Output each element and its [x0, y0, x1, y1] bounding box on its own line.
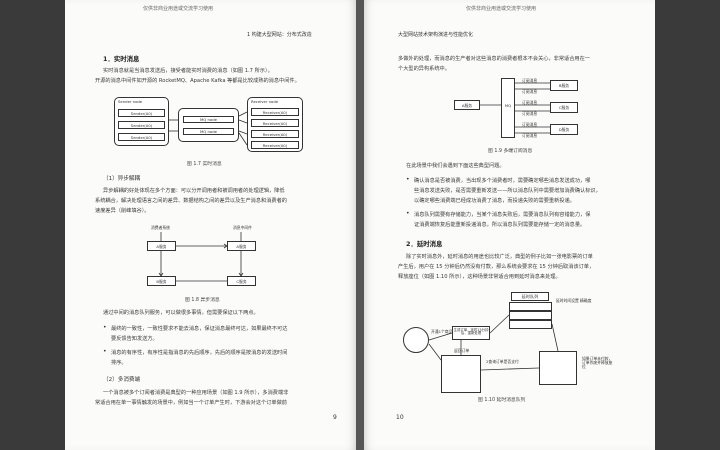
- paragraph-line: 释放座位（如图 1.10 所示），这种场景非常适合用到延时消息来处理。: [398, 274, 561, 280]
- paragraph-line: 在此场景中我们会遇到下面这些典型问题。: [406, 163, 505, 169]
- receiver-node-title: Receiver node: [251, 99, 279, 104]
- fig19-arrows: [480, 82, 550, 134]
- section-title-realtime: 1．实时消息: [103, 55, 140, 63]
- sender-box: Sender(A0): [118, 109, 165, 117]
- figure-caption: 图 1.9 多端订阅消息: [488, 149, 533, 154]
- fig17-arrows: [169, 111, 248, 146]
- page-number: 10: [396, 414, 404, 421]
- figure-caption: 图 1.10 延时消息队列: [478, 398, 526, 403]
- paragraph-line: 系统耦合，解决处理语言之间的差异、数据结构之间的差异以及生产消息和消费者的: [95, 198, 287, 204]
- fig19-side-label: 订阅消息: [522, 111, 538, 116]
- sender-node-group: Sender node Sender(A0) Sender(A0) Sender…: [114, 97, 169, 146]
- book-header: 大型网站技术架构演进与性能优化: [398, 32, 474, 38]
- mq-node-box: MQ node: [183, 128, 234, 135]
- book-gutter: [356, 0, 364, 450]
- bullet-text: 消息队列需要有存储能力，当某个消息失败后，需要消息队列有容错能力，保: [414, 212, 591, 218]
- paragraph-line: 开源的消息中间件如开源的 RocketMQ、Apache Kafka 等都是比较…: [95, 78, 300, 84]
- user-circle: [403, 327, 429, 353]
- cancel-box: [539, 351, 577, 385]
- fig19-side-label: 订阅消息: [522, 78, 538, 83]
- bullet-dot: •: [103, 324, 107, 331]
- figure-caption: 图 1.8 异步消息: [185, 298, 220, 303]
- paragraph-line: 除了实时消息外，延时消息的用途也比较广泛，典型的例子比如一张电影票的订单: [406, 254, 593, 260]
- bullet-text: 以确定哪些消费端已经成功消费了消息，而投递失败的需要重新投递。: [414, 198, 575, 204]
- sender-node-title: Sender node: [118, 99, 143, 104]
- paragraph-line: 产生后，用户在 15 分钟后仍然没有付款，那么系统会要求在 15 分钟后取消该订…: [398, 264, 595, 270]
- fig18-arrows: [158, 232, 244, 282]
- paragraph-line: 个大型的异构系统中。: [398, 66, 450, 72]
- sender-box: Sender(A0): [118, 121, 165, 129]
- bullet-dot: •: [103, 348, 107, 355]
- fig18-label: 消息中间件: [233, 225, 252, 230]
- mq-node-group: MQ node MQ node: [178, 108, 239, 142]
- fig19-side-label: 订阅消息: [522, 100, 538, 105]
- bullet-text: 确认消息是否被消费，当出现多个消费者时，需要确定哪些消息发送成功，哪: [414, 178, 591, 184]
- service-box-a: A服务: [147, 241, 176, 251]
- receiver-box: Receiver(A0): [251, 130, 299, 138]
- fig19-side-label: 订阅消息: [522, 133, 538, 138]
- header-note: 仅供非商业用途或交流学习使用: [143, 6, 214, 12]
- fig110-left-label: 开通1个商品: [431, 329, 453, 334]
- service-box-c: C服务: [227, 276, 256, 286]
- chapter-header: 1 构建大型网站：分布式改造: [247, 32, 312, 38]
- service-box-a: A服务: [454, 100, 480, 110]
- sender-box: Sender(A0): [118, 133, 165, 141]
- service-box-b: B服务: [147, 276, 176, 286]
- fig110-note: 延时时间设置 精确度: [556, 298, 592, 303]
- bullet-text: 最终的一致性，一致性要求不能去消息，保证消息最终可达，如果最终不可达: [111, 326, 288, 332]
- service-box-b: B服务: [550, 80, 578, 91]
- bullet-text: 消息的有序性，有序性是指消息的先后顺序，先后的顺序是按消息的发送时间: [111, 350, 288, 356]
- paragraph-line: 异步解耦的好处体现在多个方面：可以分开调用者和被调用者的处理逻辑，降低: [103, 188, 285, 194]
- subsection-title-async: （1）异步解耦: [103, 176, 141, 182]
- bullet-text: 证消费端恢复后能重新投递消息，所以消息队列需要能存储一定的消息量。: [414, 222, 586, 228]
- fig19-side-label: 订阅消息: [522, 89, 538, 94]
- receiver-node-group: Receiver node Receiver(A0) Receiver(A0) …: [247, 97, 303, 152]
- queue-slot: [509, 311, 552, 320]
- queue-slot: [509, 302, 552, 311]
- fig110-arrows: [428, 314, 559, 371]
- left-page: 仅供非商业用途或交流学习使用 1 构建大型网站：分布式改造 1．实时消息 实时消…: [65, 0, 356, 450]
- mq-box: MQ: [501, 78, 515, 138]
- fig110-step-label: 2查询订单是否支付: [486, 359, 519, 364]
- paragraph-line: 多做外的处理，而消息的生产者对这些消息的消费者根本不会关心，非常适合用在一: [398, 56, 590, 62]
- bullet-dot: •: [406, 210, 410, 217]
- receiver-box: Receiver(A0): [251, 108, 299, 116]
- bullet-dot: •: [406, 176, 410, 183]
- paragraph-line: 常适合用在单一事情触发的场景中，例如当一个订单产生时，下游会对这个订单做前: [95, 400, 287, 406]
- fig18-label: 消费者系统: [151, 225, 170, 230]
- header-note: 仅供非商业用途或交流学习使用: [466, 6, 537, 12]
- service-box-d: D服务: [550, 124, 578, 135]
- delay-queue-title: 延时队列: [511, 292, 549, 301]
- service-box-c: C服务: [550, 102, 578, 113]
- right-page: 仅供非商业用途或交流学习使用 大型网站技术架构演进与性能优化 多做外的处理，而消…: [364, 0, 655, 450]
- fig19-side-label: 订阅消息: [522, 122, 538, 127]
- bullet-text: 排序。: [111, 360, 127, 366]
- subsection-title-multi: （2）多消费端: [103, 377, 141, 383]
- section-title-delay: 2．延时消息: [406, 240, 443, 248]
- bullet-text: 要反馈告知发送方。: [111, 336, 158, 342]
- fig110-step-label: 返回订单: [454, 348, 470, 353]
- figure-caption: 图 1.7 实时消息: [187, 162, 222, 167]
- paragraph-line: 一个消息被多个订阅者消费是典型的一种应用场景（如图 1.9 所示），多消费端非: [103, 390, 289, 396]
- paragraph-line: 通过中间的消息队列服务，可以做很多事情，但需要保证以下两点。: [103, 310, 259, 316]
- paragraph-line: 速度差异（削峰填谷）。: [95, 208, 150, 214]
- fig110-right-label: 如果订单未付款，订单作废并释放座位: [582, 356, 613, 370]
- queue-slot: [509, 320, 552, 329]
- fig110-step-box: 生成订单，延时15分钟后，重新处理: [452, 326, 490, 340]
- paragraph-line: 实时消息就是当消息发送后，接受者能实时消费的消息（如图 1.7 所示）。: [103, 68, 273, 74]
- receiver-box: Receiver(A0): [251, 141, 299, 149]
- order-box: [441, 355, 481, 393]
- receiver-box: Receiver(A0): [251, 119, 299, 127]
- bullet-text: 些消息发送失败，是否需要重新发送——所以消息队列中需要增加消费确认标识，: [414, 188, 601, 194]
- page-number: 9: [333, 414, 337, 421]
- mq-node-box: MQ node: [183, 116, 234, 123]
